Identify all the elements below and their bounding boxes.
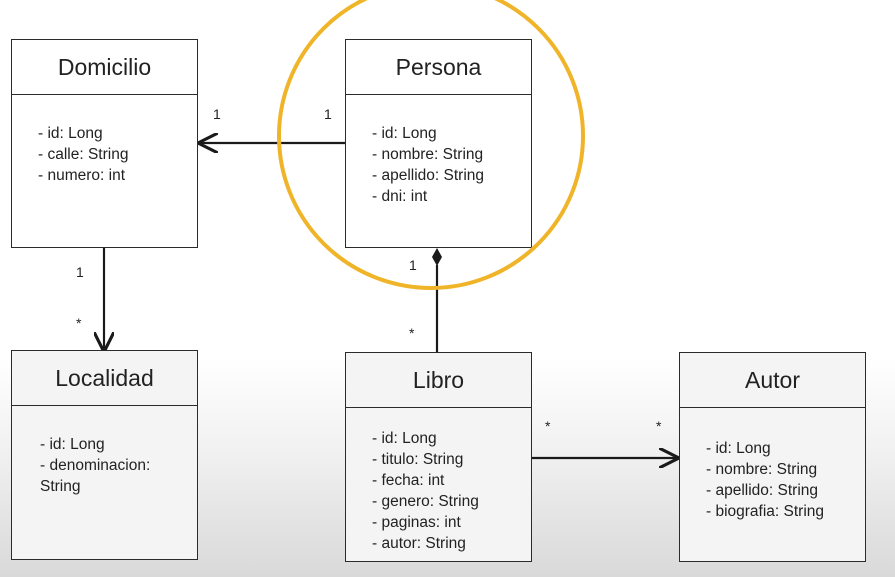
class-libro[interactable]: Libro - id: Long - titulo: String - fech… <box>345 352 532 562</box>
attribute: - calle: String <box>38 146 129 163</box>
attribute: - id: Long <box>372 430 437 447</box>
attribute: - id: Long <box>38 125 103 142</box>
class-localidad[interactable]: Localidad - id: Long - denominacion: Str… <box>11 350 198 560</box>
attribute: - apellido: String <box>706 482 819 499</box>
class-libro-attributes: - id: Long - titulo: String - fecha: int… <box>346 408 531 554</box>
class-domicilio[interactable]: Domicilio - id: Long - calle: String - n… <box>11 39 198 248</box>
class-autor[interactable]: Autor - id: Long - nombre: String - apel… <box>679 352 866 562</box>
multiplicity-libro-autor-source: * <box>545 418 551 434</box>
class-autor-name: Autor <box>680 353 865 408</box>
multiplicity-persona-side: 1 <box>324 106 332 122</box>
attribute: - genero: String <box>372 493 479 510</box>
attribute: - fecha: int <box>372 472 445 489</box>
attribute: - dni: int <box>372 188 428 205</box>
attribute: - apellido: String <box>372 167 485 184</box>
class-localidad-attributes: - id: Long - denominacion: String <box>12 406 197 497</box>
class-persona[interactable]: Persona - id: Long - nombre: String - ap… <box>345 39 532 248</box>
class-persona-name: Persona <box>346 40 531 95</box>
multiplicity-domicilio-localidad-target: * <box>76 315 82 331</box>
class-localidad-name: Localidad <box>12 351 197 406</box>
attribute: String <box>40 478 81 495</box>
class-autor-attributes: - id: Long - nombre: String - apellido: … <box>680 408 865 522</box>
class-domicilio-name: Domicilio <box>12 40 197 95</box>
attribute: - nombre: String <box>372 146 484 163</box>
class-persona-attributes: - id: Long - nombre: String - apellido: … <box>346 95 531 207</box>
attribute: - nombre: String <box>706 461 818 478</box>
attribute: - id: Long <box>706 440 771 457</box>
composition-diamond-icon <box>432 248 442 266</box>
multiplicity-libro-autor-target: * <box>656 418 662 434</box>
attribute: - denominacion: <box>40 457 151 474</box>
attribute: - biografia: String <box>706 503 825 520</box>
class-libro-name: Libro <box>346 353 531 408</box>
attribute: - id: Long <box>372 125 437 142</box>
class-domicilio-attributes: - id: Long - calle: String - numero: int <box>12 95 197 186</box>
multiplicity-domicilio-side: 1 <box>213 106 221 122</box>
multiplicity-persona-libro-source: 1 <box>409 257 417 273</box>
multiplicity-persona-libro-target: * <box>409 325 415 341</box>
attribute: - id: Long <box>40 436 105 453</box>
attribute: - numero: int <box>38 167 126 184</box>
attribute: - autor: String <box>372 535 466 552</box>
multiplicity-domicilio-localidad-source: 1 <box>76 264 84 280</box>
attribute: - paginas: int <box>372 514 461 531</box>
attribute: - titulo: String <box>372 451 464 468</box>
